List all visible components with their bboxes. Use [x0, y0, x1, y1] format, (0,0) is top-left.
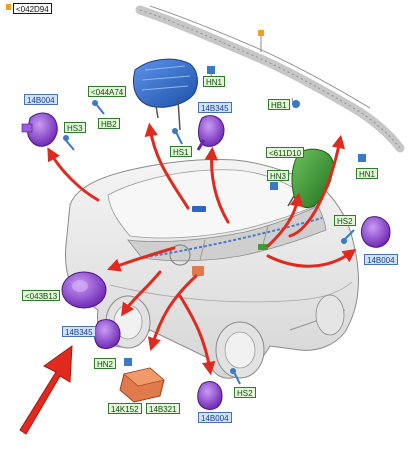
- label-14b345-bottom: 14B345: [62, 326, 96, 337]
- belt-retractor-top: [21, 112, 75, 151]
- label-14b004-bottom: 14B004: [198, 412, 232, 423]
- label-14k152: 14K152: [108, 403, 142, 414]
- label-14b004-right: 14B004: [364, 254, 398, 265]
- label-hs2-right: HS2: [334, 215, 356, 226]
- passenger-airbag: [133, 58, 198, 131]
- label-611d10: <611D10: [266, 147, 305, 158]
- label-044a74: <044A74: [88, 86, 127, 97]
- label-hs2-bottom: HS2: [234, 387, 256, 398]
- belt-retractor-right: [341, 216, 391, 248]
- belt-buckle-bottom: [94, 319, 121, 349]
- legend-marker: [6, 4, 11, 10]
- label-042d94: <042D94: [13, 3, 52, 14]
- label-14b004-top: 14B004: [24, 94, 58, 105]
- label-hb2: HB2: [98, 118, 120, 129]
- label-14b321: 14B321: [146, 403, 180, 414]
- pointer-arrows: [47, 122, 357, 376]
- bolt-hs1: [172, 128, 183, 145]
- label-hn3: HN3: [267, 170, 290, 181]
- car-body: [65, 158, 359, 379]
- label-hb1: HB1: [268, 99, 290, 110]
- belt-buckle-top: [196, 115, 225, 151]
- bolt-hn2: [124, 358, 132, 366]
- label-hs3: HS3: [64, 122, 86, 133]
- bolt-hn1-top: [207, 66, 215, 74]
- bolt-hn3: [270, 182, 278, 190]
- label-14b345-top: 14B345: [198, 102, 232, 113]
- bolt-hb1: [292, 100, 300, 108]
- airbag-control-module: [119, 367, 165, 403]
- driver-airbag: [61, 271, 107, 309]
- label-hn1-top: HN1: [203, 76, 226, 87]
- label-043b13: <043B13: [22, 290, 61, 301]
- big-red-arrow: [19, 344, 73, 435]
- bolt-hb2: [92, 100, 105, 115]
- label-hs1: HS1: [170, 146, 192, 157]
- bolt-hn1-right: [358, 154, 366, 162]
- label-hn2: HN2: [94, 358, 117, 369]
- belt-retractor-bottom: [197, 368, 241, 410]
- label-hn1-right: HN1: [356, 168, 379, 179]
